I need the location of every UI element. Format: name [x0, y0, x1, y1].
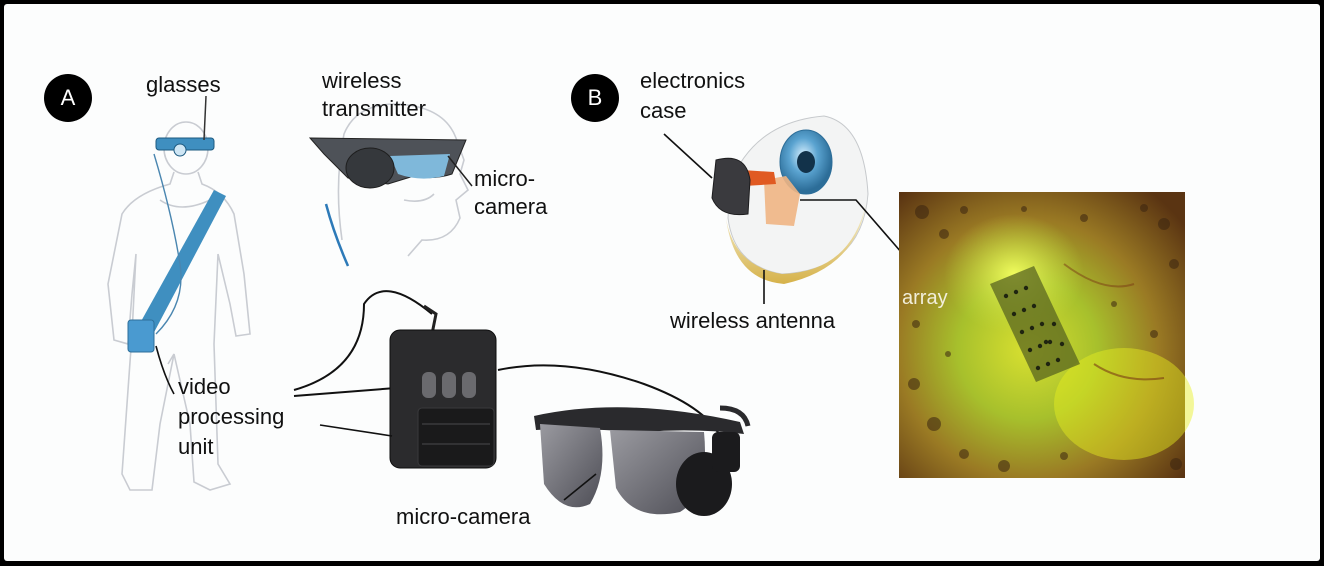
panel-a-badge: A [44, 74, 92, 122]
label-electronics-case-line1: electronics [640, 68, 746, 93]
label-video-processing-line1: video [178, 374, 231, 399]
label-video-processing-line2: processing [178, 404, 285, 429]
label-micro-camera-line1: micro- [474, 166, 536, 191]
label-wireless-transmitter-line1: wireless [322, 68, 402, 93]
electrode-array [990, 266, 1080, 382]
diagram-graphics [107, 95, 1194, 516]
sunglasses [534, 405, 751, 516]
figure-canvas: A B glasses wireless transmitter micro- … [4, 4, 1320, 561]
label-video-processing-line3: unit [178, 434, 214, 459]
hip-vpu [127, 319, 155, 353]
label-micro-camera-bottom: micro-camera [396, 504, 531, 529]
label-wireless-transmitter-line2: transmitter [322, 96, 426, 121]
eye-implant [711, 115, 869, 284]
transmitter-coil [345, 147, 395, 189]
label-micro-camera-line2: camera [474, 194, 548, 219]
label-glasses: glasses [146, 72, 221, 97]
retina-photo [899, 192, 1194, 478]
label-electronics-case-line2: case [640, 98, 687, 123]
vpu-device [389, 329, 497, 469]
panel-b-badge: B [571, 74, 619, 122]
label-wireless-antenna: wireless antenna [670, 308, 836, 333]
label-array: array [902, 287, 948, 309]
